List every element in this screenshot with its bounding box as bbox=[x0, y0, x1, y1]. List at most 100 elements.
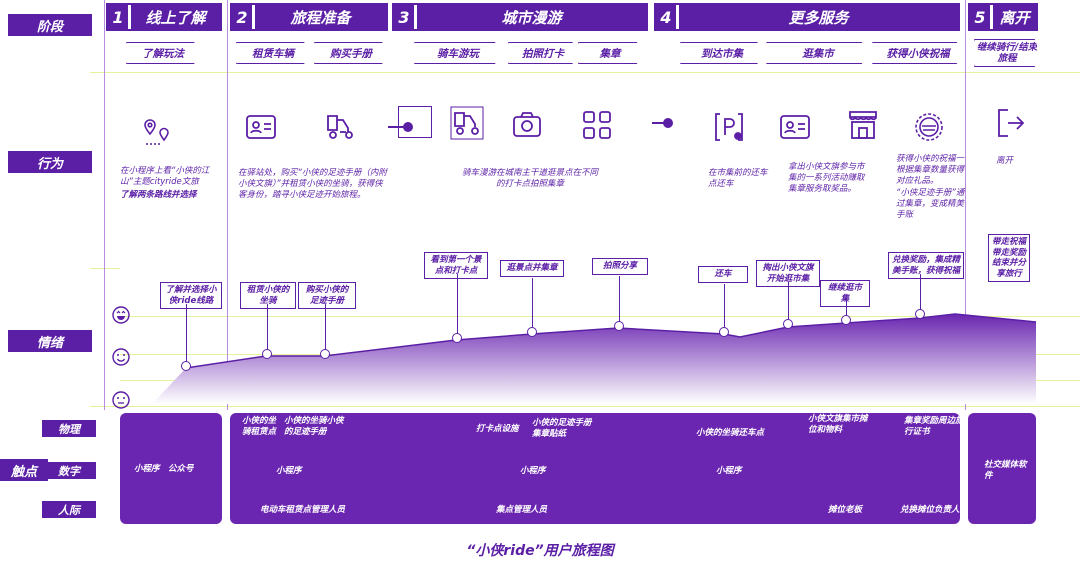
touch-item: 摊位老板 bbox=[828, 505, 863, 515]
emotion-stem bbox=[788, 282, 789, 320]
emotion-point bbox=[915, 309, 925, 319]
touch-item: 小程序 bbox=[716, 466, 742, 476]
emotion-point bbox=[614, 321, 624, 331]
camera-icon bbox=[513, 112, 541, 137]
emotion-box: 逛景点并集章 bbox=[500, 260, 564, 277]
behavior-desc: 在小程序上看“小侠的江山”主题cityride文旅 bbox=[120, 166, 210, 187]
emotion-point bbox=[181, 361, 191, 371]
scooter-icon bbox=[450, 106, 484, 140]
step-ride: 骑车游玩 bbox=[414, 42, 502, 64]
row-label-touchpoint: 触点 bbox=[0, 459, 48, 481]
touch-label-physical: 物理 bbox=[42, 420, 96, 437]
emotion-stem bbox=[532, 278, 533, 328]
touch-item: 小程序 公众号 bbox=[134, 464, 194, 474]
row-label-stage: 阶段 bbox=[8, 14, 92, 36]
emotion-point bbox=[719, 327, 729, 337]
emotion-stem bbox=[619, 276, 620, 322]
guide-line bbox=[120, 316, 1080, 317]
divider bbox=[104, 0, 105, 410]
exit-icon bbox=[998, 109, 1025, 137]
touch-item: 小侠文旗集市摊位和物料 bbox=[808, 414, 868, 435]
touch-label-human: 人际 bbox=[42, 501, 96, 518]
parking-icon bbox=[715, 113, 743, 141]
neutral-face-icon bbox=[112, 391, 130, 409]
behavior-desc: 离开 bbox=[996, 156, 1014, 166]
emotion-box: 兑换奖励，集成精美手账，获得祝福 bbox=[888, 252, 964, 279]
map-frame-icon bbox=[398, 106, 432, 138]
emotion-stem bbox=[846, 298, 847, 316]
emotion-point bbox=[841, 315, 851, 325]
touch-item: 小侠的足迹手册集章贴纸 bbox=[532, 418, 592, 439]
touchpoint-panel-1 bbox=[120, 413, 222, 524]
touch-item: 小程序 bbox=[520, 466, 546, 476]
emotion-box: 购买小侠的足迹手册 bbox=[298, 282, 356, 309]
touch-item: 小程序 bbox=[276, 466, 302, 476]
behavior-desc: 了解两条路线并选择 bbox=[120, 190, 197, 200]
step-visit-market: 逛集市 bbox=[766, 42, 870, 64]
guide-line bbox=[90, 406, 1080, 407]
emotion-point bbox=[452, 333, 462, 343]
market-stall-icon bbox=[849, 111, 877, 139]
touch-item: 集章奖励周边旅行证书 bbox=[904, 416, 964, 437]
emotion-point bbox=[320, 349, 330, 359]
location-pins-icon bbox=[144, 119, 169, 145]
scooter-icon bbox=[327, 115, 353, 139]
divider bbox=[965, 0, 966, 410]
row-label-emotion: 情绪 bbox=[8, 330, 92, 352]
behavior-desc: 在市集前的还车点还车 bbox=[708, 168, 768, 189]
emotion-box: 还车 bbox=[698, 266, 748, 283]
touch-item: 集点管理人员 bbox=[496, 505, 548, 515]
flag-pointer-icon bbox=[652, 118, 673, 128]
behavior-desc: 拿出小侠文旗参与市集的一系列活动赚取集章服务取奖品。 bbox=[788, 162, 865, 194]
stamp-badge-icon bbox=[915, 113, 943, 141]
touch-label-digital: 数字 bbox=[42, 462, 96, 479]
step-continue: 继续骑行/结束旅程 bbox=[974, 39, 1040, 67]
touch-item: 小侠的坐骑还车点 bbox=[696, 428, 765, 438]
touch-item: 小侠的坐骑小侠的足迹手册 bbox=[284, 416, 344, 437]
qr-code-icon bbox=[583, 111, 611, 139]
emotion-stem bbox=[325, 304, 326, 350]
step-stamp: 集章 bbox=[578, 42, 642, 64]
touch-item: 电动车租赁点管理人员 bbox=[260, 505, 346, 515]
emotion-point bbox=[262, 349, 272, 359]
emotion-box: 继续逛市集 bbox=[820, 280, 870, 307]
id-card-icon bbox=[780, 115, 810, 139]
emotion-box: 看到第一个景点和打卡点 bbox=[424, 252, 488, 279]
behavior-desc: 在驿站处，购买“小侠的足迹手册（内附小侠文旗）”并租赁小侠的坐骑，获得侠客身份，… bbox=[238, 168, 387, 200]
diagram-caption: “小侠ride”用户旅程图 bbox=[466, 543, 614, 559]
emotion-stem bbox=[920, 274, 921, 310]
step-buy-manual: 购买手册 bbox=[314, 42, 388, 64]
emotion-box: 带走祝福带走奖励结束并分享旅行 bbox=[988, 234, 1030, 282]
behavior-desc: 获得小侠的祝福一根据集章数量获得对应礼品。 bbox=[896, 154, 965, 186]
touch-item: 兑换摊位负责人 bbox=[900, 505, 960, 515]
emotion-box: 拍照分享 bbox=[592, 258, 648, 275]
row-label-behavior: 行为 bbox=[8, 151, 92, 173]
touchpoint-panel-main bbox=[230, 413, 960, 524]
behavior-desc: 骑车漫游在城南主干道逛景点在不同的打卡点拍照集章 bbox=[461, 168, 598, 189]
emotion-stem bbox=[457, 274, 458, 334]
step-blessing: 获得小侠祝福 bbox=[872, 42, 964, 64]
touch-item: 打卡点设施 bbox=[476, 424, 519, 434]
emotion-point bbox=[783, 319, 793, 329]
touchpoint-panel-5 bbox=[968, 413, 1036, 524]
step-photo: 拍照打卡 bbox=[508, 42, 578, 64]
id-card-icon bbox=[246, 115, 276, 139]
emotion-stem bbox=[267, 304, 268, 350]
behavior-desc: “小侠足迹手册”通过集章，变成精美手账 bbox=[896, 188, 965, 220]
guide-line bbox=[90, 268, 120, 269]
emotion-stem bbox=[724, 284, 725, 328]
step-arrive-market: 到达市集 bbox=[680, 42, 764, 64]
emotion-box: 租赁小侠的坐骑 bbox=[240, 282, 296, 309]
happy-face-icon bbox=[112, 348, 130, 366]
divider bbox=[227, 0, 228, 410]
guide-line bbox=[90, 72, 1080, 73]
step-learn: 了解玩法 bbox=[126, 42, 200, 64]
touch-item: 小侠的坐骑租赁点 bbox=[242, 416, 277, 437]
very-happy-face-icon bbox=[112, 306, 130, 324]
touch-item: 社交媒体软件 bbox=[984, 460, 1027, 481]
